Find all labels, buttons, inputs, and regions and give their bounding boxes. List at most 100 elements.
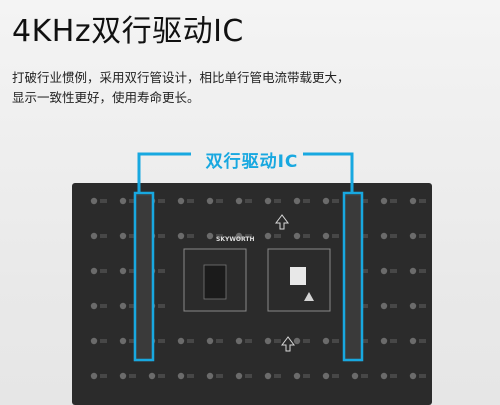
- led-pixel: [380, 232, 388, 240]
- led-resistor: [216, 374, 223, 378]
- led-resistor: [361, 199, 368, 203]
- led-pixel: [380, 267, 388, 275]
- led-pixel: [380, 197, 388, 205]
- led-pixel: [206, 337, 214, 345]
- led-resistor: [100, 199, 107, 203]
- led-pixel: [119, 232, 127, 240]
- led-resistor: [419, 339, 426, 343]
- led-pixel: [264, 337, 272, 345]
- led-resistor: [129, 269, 136, 273]
- led-resistor: [274, 199, 281, 203]
- led-resistor: [332, 234, 339, 238]
- arrow-up-icon: [275, 214, 289, 230]
- led-pixel: [119, 372, 127, 380]
- led-resistor: [303, 374, 310, 378]
- led-resistor: [158, 199, 165, 203]
- led-pixel: [177, 372, 185, 380]
- led-pixel: [322, 337, 330, 345]
- led-pixel: [119, 267, 127, 275]
- led-resistor: [245, 234, 252, 238]
- led-pixel: [90, 232, 98, 240]
- led-resistor: [419, 374, 426, 378]
- led-resistor: [274, 374, 281, 378]
- led-pixel: [264, 197, 272, 205]
- led-pixel: [322, 197, 330, 205]
- page-title: 4KHz双行驱动IC: [12, 14, 244, 49]
- led-pixel: [322, 232, 330, 240]
- led-resistor: [187, 339, 194, 343]
- arrow-up-icon-lower: [281, 336, 295, 352]
- led-resistor: [245, 374, 252, 378]
- led-resistor: [129, 339, 136, 343]
- led-pixel: [119, 197, 127, 205]
- led-pixel: [235, 372, 243, 380]
- led-resistor: [100, 269, 107, 273]
- led-pixel: [177, 232, 185, 240]
- led-resistor: [158, 339, 165, 343]
- led-resistor: [100, 339, 107, 343]
- driver-ic-column-left: [133, 194, 153, 362]
- led-resistor: [303, 234, 310, 238]
- description-line-2: 显示一致性更好，使用寿命更长。: [12, 90, 200, 105]
- led-pixel: [380, 337, 388, 345]
- led-pixel: [293, 337, 301, 345]
- led-pixel: [119, 337, 127, 345]
- led-resistor: [216, 339, 223, 343]
- led-resistor: [129, 234, 136, 238]
- led-resistor: [419, 199, 426, 203]
- led-pixel: [409, 267, 417, 275]
- led-resistor: [390, 339, 397, 343]
- led-pixel: [235, 232, 243, 240]
- led-pixel: [90, 337, 98, 345]
- description-line-1: 打破行业惯例，采用双行管设计，相比单行管电流带载更大，: [12, 70, 350, 85]
- led-pixel: [90, 197, 98, 205]
- led-resistor: [419, 234, 426, 238]
- led-resistor: [303, 339, 310, 343]
- led-pixel: [322, 372, 330, 380]
- led-resistor: [187, 374, 194, 378]
- led-resistor: [332, 374, 339, 378]
- led-resistor: [129, 374, 136, 378]
- led-pixel: [351, 372, 359, 380]
- led-module-board: SKYWORTH: [72, 183, 432, 405]
- led-resistor: [361, 304, 368, 308]
- brand-label: SKYWORTH: [216, 236, 255, 243]
- led-resistor: [274, 339, 281, 343]
- led-resistor: [187, 199, 194, 203]
- led-resistor: [245, 199, 252, 203]
- led-resistor: [129, 304, 136, 308]
- led-pixel: [177, 337, 185, 345]
- led-pixel: [90, 267, 98, 275]
- led-resistor: [158, 304, 165, 308]
- led-resistor: [361, 269, 368, 273]
- led-pixel: [409, 232, 417, 240]
- led-pixel: [409, 302, 417, 310]
- led-pixel: [148, 372, 156, 380]
- led-resistor: [129, 199, 136, 203]
- led-pixel: [206, 372, 214, 380]
- led-pixel: [206, 232, 214, 240]
- led-resistor: [158, 234, 165, 238]
- led-pixel: [177, 197, 185, 205]
- led-resistor: [390, 269, 397, 273]
- led-pixel: [90, 302, 98, 310]
- led-resistor: [245, 339, 252, 343]
- led-pixel: [380, 372, 388, 380]
- led-resistor: [100, 304, 107, 308]
- led-resistor: [216, 234, 223, 238]
- led-resistor: [100, 374, 107, 378]
- led-resistor: [274, 234, 281, 238]
- led-pixel: [264, 372, 272, 380]
- connector-area: [267, 248, 331, 312]
- led-pixel: [235, 337, 243, 345]
- led-resistor: [100, 234, 107, 238]
- description: 打破行业惯例，采用双行管设计，相比单行管电流带载更大， 显示一致性更好，使用寿命…: [12, 68, 482, 108]
- board-illustration: SKYWORTH: [90, 194, 426, 380]
- led-resistor: [390, 199, 397, 203]
- led-resistor: [419, 304, 426, 308]
- led-resistor: [216, 199, 223, 203]
- led-resistor: [361, 339, 368, 343]
- led-pixel: [409, 337, 417, 345]
- led-pixel: [235, 197, 243, 205]
- driver-ic-column-right: [343, 194, 363, 362]
